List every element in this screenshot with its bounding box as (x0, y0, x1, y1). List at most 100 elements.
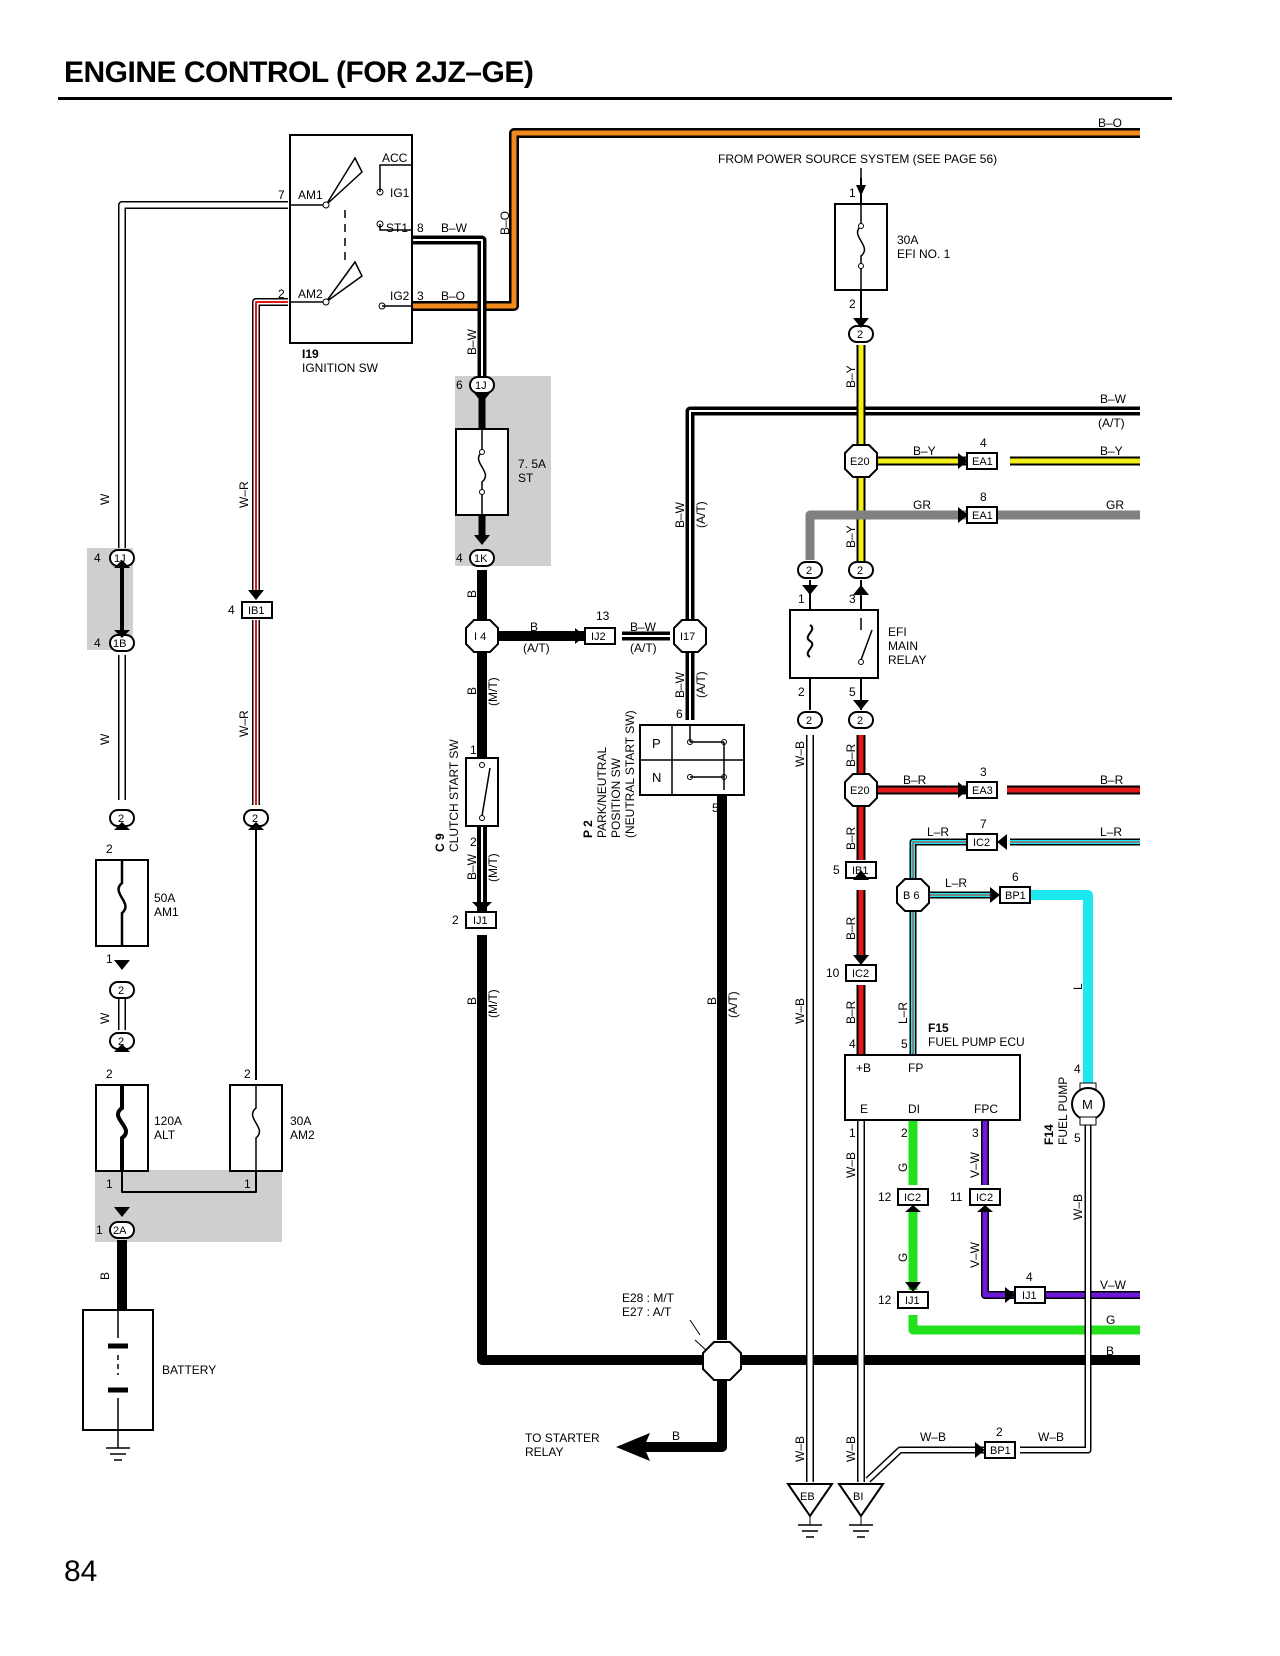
fuel-pump-ecu: +B FP E DI FPC F15 FUEL PUMP ECU 4 5 1 2… (844, 1021, 1025, 1140)
am1-pin-2: 2 (106, 842, 113, 856)
svg-text:L–R: L–R (1100, 825, 1122, 839)
ground-junction: E28 : M/T E27 : A/T (622, 1291, 742, 1381)
ecu-num-3: 3 (972, 1126, 979, 1140)
fuel-pump: M F14 FUEL PUMP 4 5 (1042, 1062, 1105, 1145)
relay-pin-2: 2 (798, 685, 805, 699)
svg-text:2: 2 (857, 565, 863, 577)
label-bo-ig2: B–O (441, 289, 465, 303)
svg-text:10: 10 (826, 966, 840, 980)
svg-text:12: 12 (878, 1190, 892, 1204)
ecu-code: F15 (928, 1021, 949, 1035)
svg-text:G: G (896, 1163, 910, 1172)
ignition-sw-code: I19 (302, 347, 319, 361)
svg-text:8: 8 (980, 490, 987, 504)
pin-6-1j: 6 (456, 378, 463, 392)
ecu-pin-fp: FP (908, 1061, 923, 1075)
alt-pin-1: 1 (106, 1177, 113, 1191)
svg-text:B–W: B–W (673, 671, 687, 698)
svg-text:1K: 1K (474, 553, 488, 565)
ecu-pin-plus-b: +B (856, 1061, 871, 1075)
svg-text:(A/T): (A/T) (726, 991, 740, 1018)
fuse-alt-name: ALT (154, 1128, 176, 1142)
svg-text:2: 2 (118, 985, 124, 997)
svg-text:11: 11 (950, 1190, 963, 1204)
clutch-start-switch: C 9 CLUTCH START SW 1 2 (433, 739, 499, 852)
svg-text:6: 6 (1012, 870, 1019, 884)
svg-text:G: G (1106, 1313, 1115, 1327)
fuse-alt-rating: 120A (154, 1114, 182, 1128)
battery: BATTERY (82, 1309, 216, 1461)
svg-text:B–R: B–R (844, 743, 858, 767)
svg-text:(A/T): (A/T) (694, 671, 708, 698)
svg-text:W–B: W–B (793, 1436, 807, 1462)
svg-text:IC2: IC2 (973, 837, 990, 849)
efi-main-relay: EFI MAIN RELAY 1 3 2 5 (789, 592, 926, 699)
pin-4-1j-left: 4 (94, 551, 101, 565)
svg-text:(A/T): (A/T) (630, 641, 657, 655)
am2-pin-1: 1 (244, 1177, 251, 1191)
clutch-pin-2: 2 (470, 835, 477, 849)
svg-text:(M/T): (M/T) (486, 677, 500, 706)
ground-note-1: E28 : M/T (622, 1291, 675, 1305)
svg-text:(A/T): (A/T) (523, 641, 550, 655)
pnp-label-3: (NEUTRAL START SW) (623, 710, 637, 838)
svg-text:B: B (705, 997, 719, 1005)
svg-text:4: 4 (1026, 1270, 1033, 1284)
wire-labels: B (A/T) B–W (A/T) B–W (A/T) B–Y B–Y GR G… (228, 392, 1127, 1444)
svg-text:B: B (98, 1272, 112, 1280)
ignition-switch: ACC IG1 ST1 AM1 AM2 IG2 I19 IGNITION SW … (278, 134, 424, 375)
svg-text:2: 2 (806, 715, 812, 727)
svg-text:W–B: W–B (793, 998, 807, 1024)
svg-text:G: G (896, 1253, 910, 1262)
svg-text:L–R: L–R (927, 825, 949, 839)
connector-bp1-wb: BP1 (984, 1441, 1016, 1459)
fuel-pump-symbol: M (1082, 1097, 1093, 1112)
wires (117, 128, 1140, 1483)
svg-text:IJ1: IJ1 (473, 915, 488, 927)
junction-e20-br: E20 (844, 773, 878, 807)
pin-1-2a: 1 (96, 1223, 103, 1237)
svg-text:B–W: B–W (465, 853, 479, 880)
connector-ea3: EA3 (966, 781, 998, 799)
svg-text:L–R: L–R (945, 876, 967, 890)
pin-num-am2: 2 (278, 287, 285, 301)
svg-text:7: 7 (980, 817, 987, 831)
vertical-wire-labels: W W W B W–R W–R B B (M/T) B–W (M/T) B (M… (98, 365, 1085, 1462)
ecu-num-2: 2 (901, 1126, 908, 1140)
svg-text:EA1: EA1 (972, 510, 993, 522)
efi-pin-1: 1 (849, 186, 856, 200)
svg-text:1J: 1J (475, 380, 487, 392)
svg-text:V–W: V–W (1100, 1278, 1127, 1292)
fuse-efi-rating: 30A (897, 233, 918, 247)
svg-text:GR: GR (1106, 498, 1124, 512)
wire-arrowheads (114, 318, 1015, 1458)
svg-text:B: B (465, 590, 479, 598)
fuse-am2-rating: 30A (290, 1114, 311, 1128)
svg-text:B–R: B–R (844, 916, 858, 940)
am1-pin-1: 1 (106, 952, 113, 966)
title-rule (58, 97, 1172, 100)
svg-text:EA3: EA3 (972, 785, 993, 797)
relay-pin-3: 3 (849, 592, 856, 606)
pnp-pin-6: 6 (676, 707, 683, 721)
ground-eb: EB (786, 1483, 834, 1538)
svg-text:W–R: W–R (237, 710, 251, 737)
relay-label-1: EFI (888, 625, 907, 639)
to-starter-2: RELAY (525, 1445, 563, 1459)
svg-text:W–B: W–B (844, 1436, 858, 1462)
ignition-sw-name: IGNITION SW (302, 361, 379, 375)
connector-2-relay-3: 2 (848, 561, 874, 579)
svg-text:4: 4 (228, 603, 235, 617)
ecu-num-1: 1 (849, 1126, 856, 1140)
connector-ic2-vw: IC2 (969, 1188, 1001, 1206)
svg-text:I17: I17 (680, 631, 695, 643)
fuel-pump-name: FUEL PUMP (1056, 1077, 1070, 1145)
connector-ea1-by: EA1 (966, 452, 998, 470)
connector-ij1-vw: IJ1 (1014, 1286, 1046, 1304)
connector-2-w2: 2 (109, 981, 135, 999)
connector-ib1-left: IB1 (241, 601, 273, 619)
svg-text:GR: GR (913, 498, 931, 512)
from-power-source: FROM POWER SOURCE SYSTEM (SEE PAGE 56) (718, 152, 997, 166)
pnp-pin-5: 5 (712, 801, 719, 815)
